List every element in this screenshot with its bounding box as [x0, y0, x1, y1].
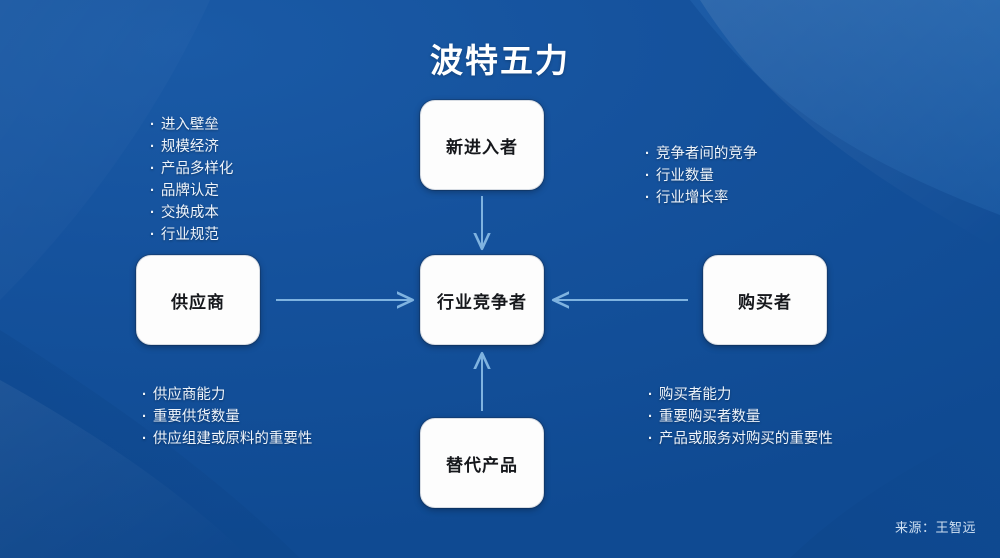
list-item: 行业规范	[150, 224, 233, 246]
list-item: 行业增长率	[645, 187, 757, 209]
list-item: 规模经济	[150, 136, 233, 158]
list-item: 交换成本	[150, 202, 233, 224]
list-item: 产品多样化	[150, 158, 234, 180]
list-supplier-power: 供应商能力 重要供货数量 供应组建或原料的重要性	[142, 384, 313, 450]
node-new-entrants[interactable]: 新进入者	[420, 100, 544, 190]
list-item: 产品或服务对购买的重要性	[648, 428, 833, 450]
node-industry-competitors[interactable]: 行业竞争者	[420, 255, 544, 345]
list-item: 行业数量	[645, 165, 757, 187]
list-item: 重要供货数量	[142, 406, 312, 428]
list-item: 重要购买者数量	[648, 406, 833, 428]
slide-title: 波特五力	[430, 42, 570, 79]
list-item: 竞争者间的竞争	[645, 143, 758, 165]
source-credit: 来源：王智远	[894, 520, 976, 535]
list-item: 购买者能力	[648, 384, 833, 406]
node-substitutes[interactable]: 替代产品	[420, 418, 544, 508]
list-entry-barriers: 进入壁垒 规模经济 产品多样化 品牌认定 交换成本 行业规范	[150, 114, 234, 246]
list-item: 供应商能力	[142, 384, 312, 406]
node-suppliers[interactable]: 供应商	[136, 255, 260, 345]
list-item: 品牌认定	[150, 180, 233, 202]
node-buyers[interactable]: 购买者	[703, 255, 827, 345]
list-buyer-power: 购买者能力 重要购买者数量 产品或服务对购买的重要性	[648, 384, 833, 450]
list-item: 供应组建或原料的重要性	[142, 428, 313, 450]
list-item: 进入壁垒	[150, 114, 233, 136]
list-competitive-rivalry: 竞争者间的竞争 行业数量 行业增长率	[645, 143, 758, 209]
